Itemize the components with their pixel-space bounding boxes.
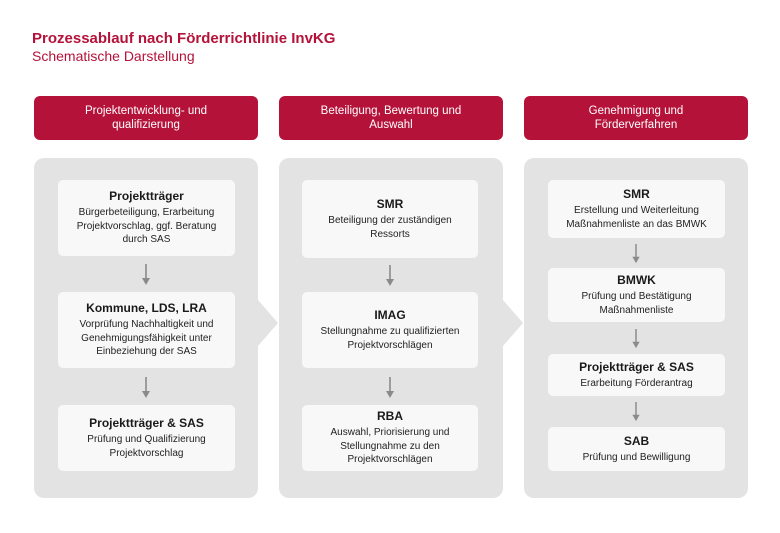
column-header-2: Beteiligung, Bewertung und Auswahl	[279, 96, 503, 140]
process-card: RBA Auswahl, Priorisierung und Stellungn…	[302, 405, 478, 471]
card-title: Projektträger & SAS	[579, 359, 694, 374]
process-card: SMR Erstellung und Weiterleitung Maßnahm…	[548, 180, 725, 238]
process-card: IMAG Stellungnahme zu qualifizierten Pro…	[302, 292, 478, 368]
page-title: Prozessablauf nach Förderrichtlinie InvK…	[32, 30, 336, 47]
card-title: SMR	[376, 197, 404, 211]
column-header-3: Genehmigung und Förderverfahren	[524, 96, 748, 140]
card-text: Bürgerbeteiligung, Erarbeitung Projektvo…	[76, 207, 217, 246]
arrow-down-icon	[386, 377, 394, 398]
chevron-right-icon	[258, 300, 278, 346]
process-card: BMWK Prüfung und Bestätigung Maßnahmenli…	[548, 268, 725, 322]
card-text: Erarbeitung Förderantrag	[580, 377, 693, 389]
card-title: Projektträger & SAS	[89, 416, 204, 430]
card-title: Kommune, LDS, LRA	[86, 301, 207, 316]
process-card: Kommune, LDS, LRA Vorprüfung Nachhaltigk…	[58, 292, 235, 368]
page-subtitle: Schematische Darstellung	[32, 48, 195, 64]
card-title: Projektträger	[109, 189, 184, 204]
arrow-down-icon	[142, 377, 150, 398]
card-title: SMR	[623, 187, 650, 201]
card-text: Stellungnahme zu qualifizierten Projektv…	[320, 326, 460, 351]
card-title: SAB	[623, 433, 650, 448]
card-text: Beteiligung der zuständigen Ressorts	[328, 215, 452, 240]
chevron-right-icon	[503, 300, 523, 346]
column-header-1: Projektentwicklung- und qualifizierung	[34, 96, 258, 140]
card-text: Prüfung und Bewilligung	[582, 451, 691, 463]
arrow-down-icon	[632, 244, 640, 264]
process-card: Projektträger & SAS Erarbeitung Förderan…	[548, 354, 725, 396]
card-text: Erstellung und Weiterleitung Maßnahmenli…	[566, 205, 707, 230]
card-text: Auswahl, Priorisierung und Stellungnahme…	[330, 427, 450, 466]
card-title: IMAG	[374, 308, 406, 322]
card-text: Prüfung und Qualifizierung Projektvorsch…	[87, 434, 206, 459]
arrow-down-icon	[632, 329, 640, 349]
card-text: Vorprüfung Nachhaltigkeit und Genehmigun…	[79, 319, 214, 358]
card-title: BMWK	[617, 273, 656, 287]
process-card: Projektträger Bürgerbeteiligung, Erarbei…	[58, 180, 235, 256]
arrow-down-icon	[142, 264, 150, 285]
arrow-down-icon	[386, 265, 394, 286]
arrow-down-icon	[632, 402, 640, 422]
card-text: Prüfung und Bestätigung Maßnahmenliste	[581, 291, 692, 316]
process-card: SAB Prüfung und Bewilligung	[548, 427, 725, 471]
process-card: SMR Beteiligung der zuständigen Ressorts	[302, 180, 478, 258]
card-title: RBA	[377, 409, 403, 424]
process-card: Projektträger & SAS Prüfung und Qualifiz…	[58, 405, 235, 471]
